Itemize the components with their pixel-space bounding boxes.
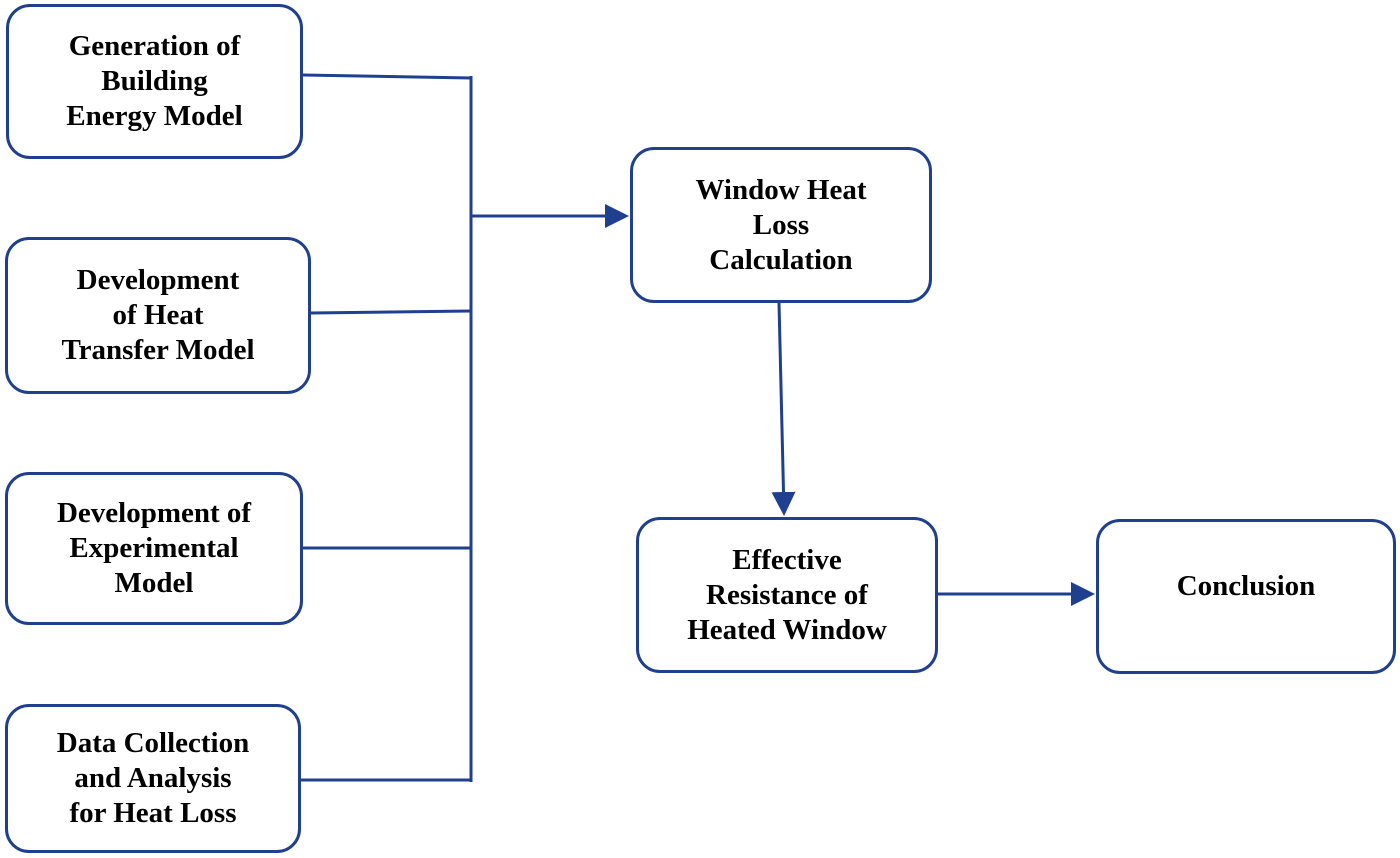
node-label: Development of Heat Transfer Model <box>61 264 255 366</box>
node-label: Development of Experimental Model <box>56 497 252 599</box>
connector-heat-transfer <box>310 309 472 315</box>
arrow-to-effective-resistance <box>771 302 796 516</box>
node-effective-resistance: Effective Resistance of Heated Window <box>636 517 938 673</box>
node-label: Window Heat Loss Calculation <box>695 173 867 276</box>
node-label: Conclusion <box>1176 570 1316 602</box>
node-conclusion: Conclusion <box>1096 519 1396 674</box>
node-development-experimental-model: Development of Experimental Model <box>5 472 303 625</box>
node-data-collection-analysis: Data Collection and Analysis for Heat Lo… <box>5 704 301 853</box>
connector-generation <box>302 73 472 80</box>
node-label: Data Collection and Analysis for Heat Lo… <box>56 727 250 829</box>
node-label: Generation of Building Energy Model <box>66 30 243 132</box>
node-window-heat-loss-calculation: Window Heat Loss Calculation <box>630 147 932 303</box>
node-label: Effective Resistance of Heated Window <box>687 543 887 646</box>
node-generation-building-energy-model: Generation of Building Energy Model <box>6 4 303 159</box>
node-development-heat-transfer-model: Development of Heat Transfer Model <box>5 237 311 394</box>
